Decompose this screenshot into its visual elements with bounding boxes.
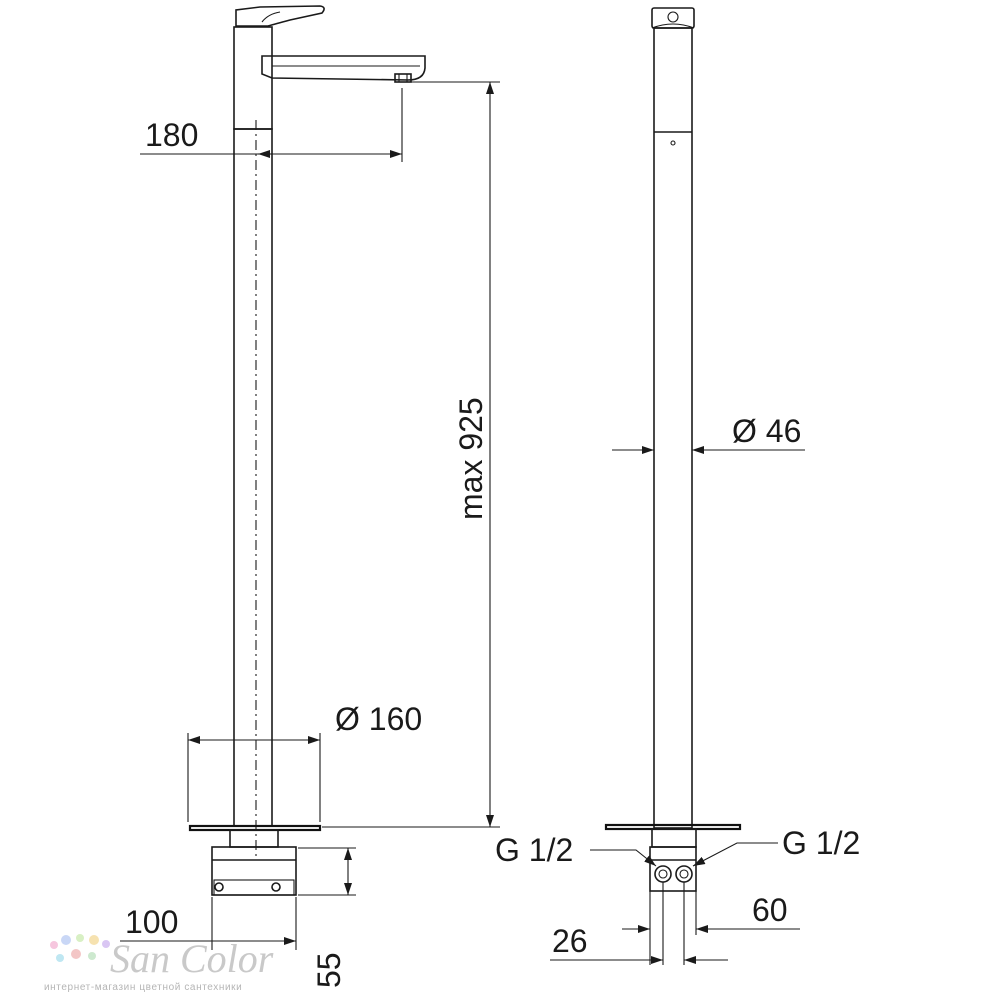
logo-dot — [88, 952, 96, 960]
box-screw-left — [214, 882, 224, 892]
side-column — [653, 27, 693, 829]
dim-label-100: 100 — [125, 904, 178, 940]
installation-box — [211, 846, 297, 896]
dim-label-60: 60 — [752, 892, 788, 928]
logo-dot — [76, 934, 84, 942]
side-view: Ø 46 G 1/2 G 1/2 60 26 — [495, 7, 860, 965]
connection-left — [654, 865, 672, 883]
sancolor-logo: San Color интернет-магазин цветной санте… — [44, 934, 274, 993]
connection-right — [675, 865, 693, 883]
aerator — [394, 73, 412, 83]
logo-dot — [56, 954, 64, 962]
logo-dot — [61, 935, 71, 945]
dim-label-925: max 925 — [453, 397, 489, 520]
logo-name: San Color — [110, 936, 274, 981]
dim-label-55: 55 — [311, 952, 347, 988]
dim-label-160: Ø 160 — [335, 701, 422, 737]
faucet-handle — [235, 5, 325, 27]
logo-dots — [50, 934, 110, 962]
standing-column — [233, 128, 273, 827]
logo-dot — [71, 949, 81, 959]
faucet-spout — [261, 55, 426, 81]
logo-dot — [50, 941, 58, 949]
connection-label-left: G 1/2 — [495, 832, 573, 868]
dim-label-26: 26 — [552, 923, 588, 959]
dim-label-180: 180 — [145, 117, 198, 153]
box-screw-right — [271, 882, 281, 892]
connection-label-right: G 1/2 — [782, 825, 860, 861]
dim-label-46: Ø 46 — [732, 413, 801, 449]
logo-tagline: интернет-магазин цветной сантехники — [44, 982, 242, 993]
logo-dot — [89, 935, 99, 945]
logo-dot — [102, 940, 110, 948]
side-handle — [651, 7, 695, 29]
front-view: 180 max 925 Ø 160 55 100 — [120, 5, 500, 988]
faucet-body — [233, 26, 273, 130]
base-collar — [229, 829, 279, 848]
connection-block — [649, 846, 697, 892]
